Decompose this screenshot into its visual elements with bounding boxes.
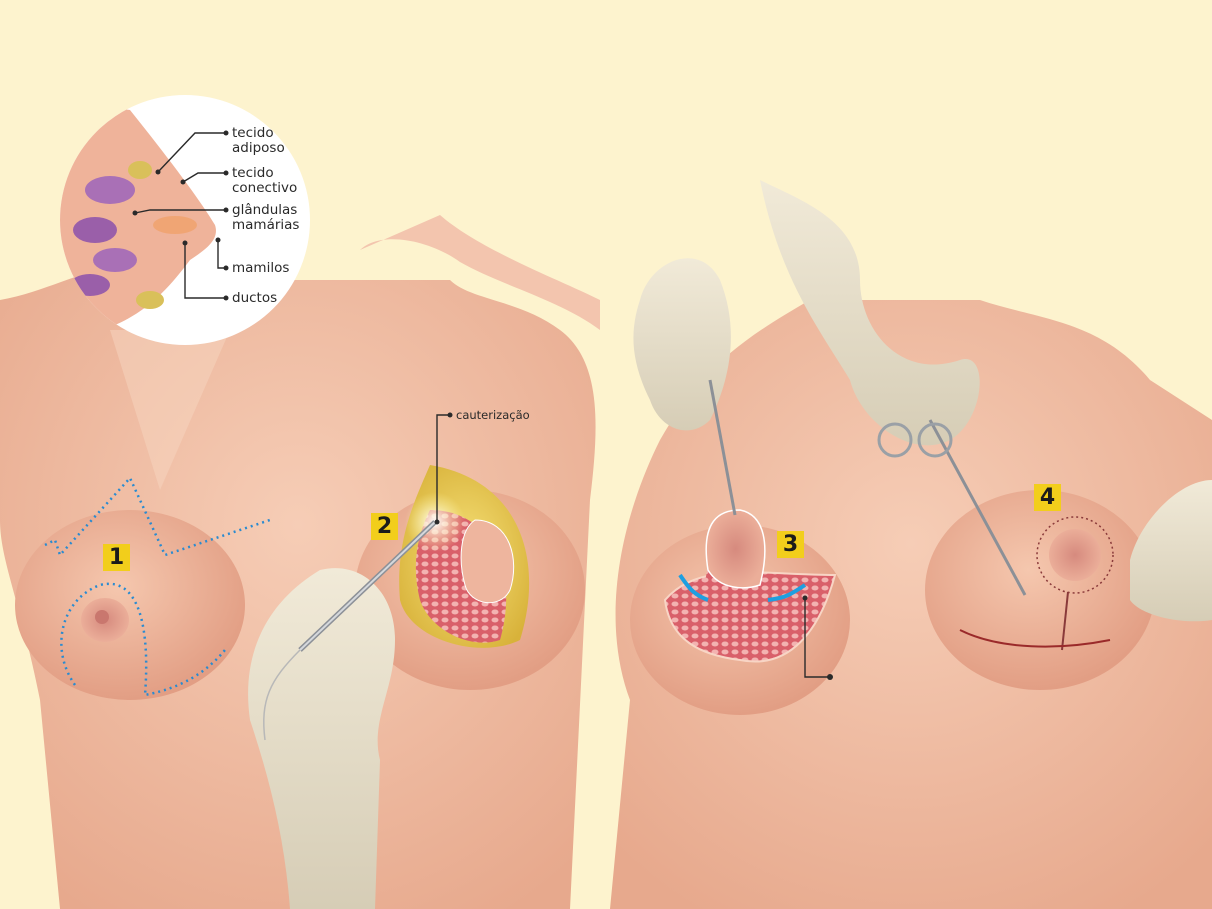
leader-lines [134,132,830,678]
label-ducts: ductos [232,290,278,306]
step-badge-4: 4 [1034,484,1061,511]
label-connective-tissue: tecido conectivo [232,165,298,196]
label-adipose-tissue: tecido adiposo [232,125,285,156]
step-badge-2: 2 [371,513,398,540]
left-torso [0,215,600,909]
label-nipples: mamilos [232,260,290,276]
step-badge-1: 1 [103,544,130,571]
leader-dots [132,130,833,680]
label-mammary-glands: glândulas mamárias [232,202,300,233]
anatomy-inset [60,95,310,345]
step-badge-3: 3 [777,531,804,558]
label-cauterization: cauterização [456,408,530,422]
right-torso [610,180,1212,909]
